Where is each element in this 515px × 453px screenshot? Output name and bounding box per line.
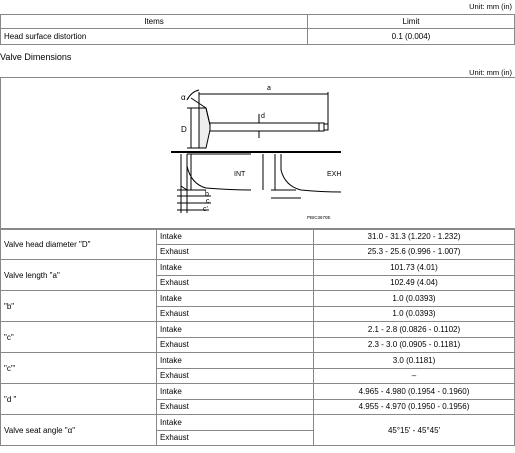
value-cell: 4.965 - 4.980 (0.1954 - 0.1960)	[313, 383, 515, 400]
table-header-row: Items Limit	[0, 14, 515, 29]
valve-dimensions-table: Valve head diameter "D" Intake 31.0 - 31…	[0, 228, 515, 446]
item-cell: "d "	[0, 383, 157, 415]
label-alpha: α	[181, 93, 186, 102]
label-int: INT	[234, 171, 246, 178]
label-c-prime: c'	[203, 206, 208, 213]
value-cell: 45°15′ - 45°45′	[313, 414, 515, 446]
value-cell: 102.49 (4.04)	[313, 274, 515, 291]
sub-label-cell: Exhaust	[156, 336, 314, 353]
table-row: Valve length "a" Intake 101.73 (4.01)	[0, 259, 515, 291]
label-d: d	[261, 113, 265, 120]
limit-table: Items Limit Head surface distortion 0.1 …	[0, 14, 515, 45]
item-cell: "c'"	[0, 352, 157, 384]
value-cell: 2.1 - 2.8 (0.0826 - 0.1102)	[313, 321, 515, 338]
table-row: Valve seat angle "α" Intake 45°15′ - 45°…	[0, 414, 515, 446]
header-items: Items	[0, 14, 308, 29]
label-D: D	[181, 125, 187, 134]
sub-label-cell: Intake	[156, 414, 314, 431]
sub-label-cell: Intake	[156, 228, 314, 245]
table-row: Exhaust 2.3 - 3.0 (0.0905 - 0.1181)	[1, 336, 515, 353]
table-row: "c'" Intake 3.0 (0.1181)	[0, 352, 515, 384]
valve-figure: a D α d INT EXH b c c' PBIC3670E	[0, 77, 515, 230]
table-row: Exhaust	[1, 429, 515, 446]
value-cell: 101.73 (4.01)	[313, 259, 515, 276]
figure-code: PBIC3670E	[307, 215, 331, 220]
section-title: Valve Dimensions	[0, 52, 72, 62]
item-cell: Valve head diameter "D"	[0, 228, 157, 260]
sub-label-cell: Intake	[156, 259, 314, 276]
valve-diagram: a D α d INT EXH b c c' PBIC3670E	[171, 85, 341, 220]
limit-cell: 0.1 (0.004)	[307, 28, 515, 45]
sub-label-cell: Exhaust	[156, 367, 314, 384]
value-cell: 2.3 - 3.0 (0.0905 - 0.1181)	[313, 336, 515, 353]
sub-label-cell: Exhaust	[156, 243, 314, 260]
table-row: "b" Intake 1.0 (0.0393)	[0, 290, 515, 322]
label-exh: EXH	[327, 171, 341, 178]
table-row: Exhaust 1.0 (0.0393)	[1, 305, 515, 322]
sub-label-cell: Exhaust	[156, 398, 314, 415]
table-row: "c" Intake 2.1 - 2.8 (0.0826 - 0.1102)	[0, 321, 515, 353]
value-cell: 4.955 - 4.970 (0.1950 - 0.1956)	[313, 398, 515, 415]
table-row: "d " Intake 4.965 - 4.980 (0.1954 - 0.19…	[0, 383, 515, 415]
value-cell: –	[313, 367, 515, 384]
unit-label-top: Unit: mm (in)	[469, 2, 512, 11]
item-cell: "b"	[0, 290, 157, 322]
value-cell: 1.0 (0.0393)	[313, 305, 515, 322]
item-cell: Head surface distortion	[0, 28, 308, 45]
sub-label-cell: Intake	[156, 321, 314, 338]
item-cell: Valve length "a"	[0, 259, 157, 291]
value-cell: 25.3 - 25.6 (0.996 - 1.007)	[313, 243, 515, 260]
label-b: b	[205, 191, 209, 198]
sub-label-cell: Intake	[156, 290, 314, 307]
item-cell: "c"	[0, 321, 157, 353]
unit-label-section: Unit: mm (in)	[469, 68, 512, 77]
sub-label-cell: Exhaust	[156, 305, 314, 322]
sub-label-cell: Exhaust	[156, 274, 314, 291]
value-cell: 31.0 - 31.3 (1.220 - 1.232)	[313, 228, 515, 245]
value-cell: 3.0 (0.1181)	[313, 352, 515, 369]
value-cell: 1.0 (0.0393)	[313, 290, 515, 307]
label-c: c	[206, 198, 210, 205]
sub-label-cell: Intake	[156, 352, 314, 369]
label-a: a	[267, 85, 271, 92]
sub-label-cell: Intake	[156, 383, 314, 400]
table-row: Head surface distortion 0.1 (0.004)	[0, 28, 515, 45]
table-row: Exhaust 25.3 - 25.6 (0.996 - 1.007)	[1, 243, 515, 260]
header-limit: Limit	[307, 14, 515, 29]
sub-label-cell: Exhaust	[156, 429, 314, 446]
item-cell: Valve seat angle "α"	[0, 414, 157, 446]
table-row: Valve head diameter "D" Intake 31.0 - 31…	[0, 228, 515, 260]
